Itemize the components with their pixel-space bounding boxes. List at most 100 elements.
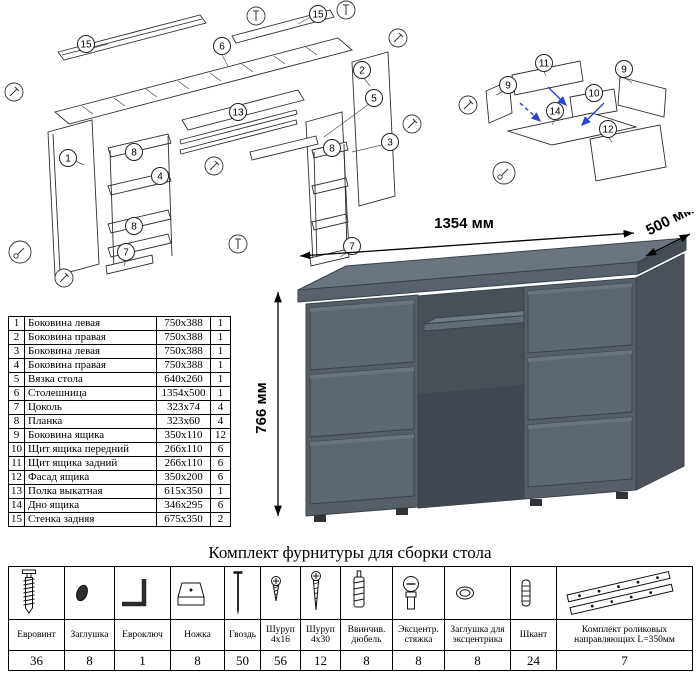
desk-foot bbox=[530, 499, 542, 506]
magnified-hardware-icon bbox=[204, 156, 224, 176]
hardware-table: Евровинт Заглушка Евроключ Ножка Гвоздь … bbox=[8, 566, 693, 671]
svg-text:9: 9 bbox=[505, 81, 511, 92]
part-name: Боковина правая bbox=[24, 330, 157, 345]
part-qty: 6 bbox=[210, 498, 231, 513]
part-size: 266x110 bbox=[156, 456, 211, 471]
hardware-name: Заглушка для эксцентрика bbox=[444, 619, 511, 651]
hardware-qty: 50 bbox=[224, 650, 261, 671]
part-size: 750x388 bbox=[156, 358, 211, 373]
exploded-diagram-main: 15 6 15 2 5 3 1 8 4 8 7 13 8 7 bbox=[4, 0, 422, 288]
part-number: 7 bbox=[8, 400, 25, 415]
plinth-left bbox=[105, 254, 154, 275]
hardware-kit-title: Комплект фурнитуры для сборки стола bbox=[208, 543, 492, 562]
hardware-name: Евровинт bbox=[8, 619, 65, 651]
part-number: 14 bbox=[8, 498, 25, 513]
dim-height-label: 766 мм bbox=[253, 382, 270, 433]
hardware-qty: 12 bbox=[300, 650, 341, 671]
hardware-qty: 8 bbox=[64, 650, 115, 671]
part-qty: 2 bbox=[210, 512, 231, 527]
hardware-qty-row: 36 8 1 8 50 56 12 8 8 8 24 7 bbox=[8, 650, 693, 671]
part-number: 10 bbox=[8, 442, 25, 457]
callout-8: 8 bbox=[125, 143, 143, 161]
dim-width-label: 1354 мм bbox=[434, 215, 494, 232]
svg-text:15: 15 bbox=[312, 10, 324, 21]
svg-text:8: 8 bbox=[131, 148, 137, 159]
callout-3: 3 bbox=[381, 133, 399, 151]
magnified-hardware-icon bbox=[458, 95, 478, 115]
hardware-qty: 1 bbox=[114, 650, 171, 671]
assembly-direction-arrows bbox=[519, 86, 605, 126]
callout-9: 9 bbox=[499, 76, 517, 94]
magnified-hardware-icon bbox=[246, 6, 266, 26]
hand-key-icon bbox=[492, 161, 516, 185]
part-qty: 1 bbox=[210, 330, 231, 345]
hardware-name: Евроключ bbox=[114, 619, 171, 651]
hardware-name: Шуруп 4x30 bbox=[300, 619, 341, 651]
hardware-name: Комплект роликовых направляющих L=350мм bbox=[556, 619, 693, 651]
callout-5: 5 bbox=[365, 89, 383, 107]
svg-text:8: 8 bbox=[329, 144, 335, 155]
cam-lock-icon bbox=[403, 576, 419, 610]
callout-11: 11 bbox=[535, 54, 553, 72]
part-size: 350x110 bbox=[156, 428, 211, 443]
part-qty: 6 bbox=[210, 442, 231, 457]
part-qty: 1 bbox=[210, 372, 231, 387]
wood-dowel-icon bbox=[521, 579, 531, 607]
screw-short-icon bbox=[271, 576, 281, 602]
magnified-hardware-icon bbox=[336, 0, 356, 20]
part-name: Щит ящика задний bbox=[24, 456, 157, 471]
callout-1: 1 bbox=[59, 149, 77, 167]
svg-text:13: 13 bbox=[232, 108, 244, 119]
hardware-name-row: Евровинт Заглушка Евроключ Ножка Гвоздь … bbox=[8, 619, 693, 651]
drawer-front bbox=[527, 349, 633, 421]
callout-8: 8 bbox=[323, 139, 341, 157]
drawer-front bbox=[527, 282, 633, 354]
part-number: 15 bbox=[8, 512, 25, 527]
hardware-qty: 24 bbox=[510, 650, 557, 671]
part-number: 2 bbox=[8, 330, 25, 345]
svg-text:14: 14 bbox=[549, 107, 561, 118]
part-number: 4 bbox=[8, 358, 25, 373]
part-name: Боковина правая bbox=[24, 358, 157, 373]
part-name: Столешница bbox=[24, 386, 157, 401]
part-name: Боковина ящика bbox=[24, 428, 157, 443]
part-qty: 1 bbox=[210, 386, 231, 401]
part-name: Вязка стола bbox=[24, 372, 157, 387]
part-size: 350x200 bbox=[156, 470, 211, 485]
part-name: Полка выкатная bbox=[24, 484, 157, 499]
drawer-side-panel-9 bbox=[617, 76, 667, 118]
svg-text:12: 12 bbox=[602, 125, 614, 136]
hardware-name: Эксцентр. стяжка bbox=[392, 619, 445, 651]
part-size: 323x60 bbox=[156, 414, 211, 429]
screw-dowel-icon bbox=[353, 570, 365, 608]
callout-2: 2 bbox=[353, 61, 371, 79]
desk-body bbox=[297, 237, 687, 522]
hardware-name: Ножка bbox=[170, 619, 225, 651]
callout-15: 15 bbox=[309, 5, 327, 23]
nail-icon bbox=[233, 571, 243, 615]
svg-text:15: 15 bbox=[80, 40, 92, 51]
svg-text:4: 4 bbox=[157, 172, 163, 183]
part-qty: 1 bbox=[210, 316, 231, 331]
part-number: 12 bbox=[8, 470, 25, 485]
hardware-qty: 7 bbox=[556, 650, 693, 671]
part-size: 1354x500 bbox=[156, 386, 211, 401]
part-name: Дно ящика bbox=[24, 498, 157, 513]
hardware-qty: 36 bbox=[8, 650, 65, 671]
svg-text:5: 5 bbox=[371, 94, 377, 105]
part-name: Планка bbox=[24, 414, 157, 429]
drawer-exploded-parts bbox=[485, 60, 667, 182]
part-size: 675x350 bbox=[156, 512, 211, 527]
part-name: Фасад ящика bbox=[24, 470, 157, 485]
part-number: 3 bbox=[8, 344, 25, 359]
hardware-name: Ввинчив. дюбель bbox=[340, 619, 393, 651]
